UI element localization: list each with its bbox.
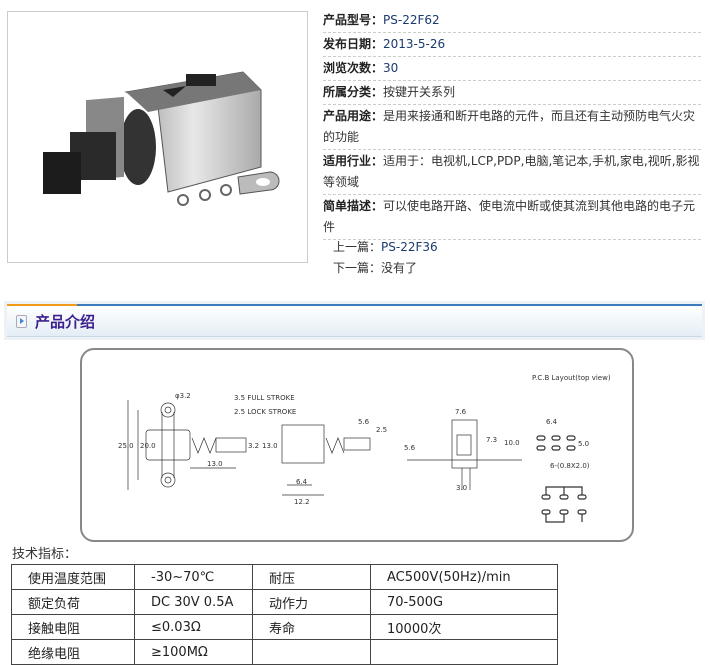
dim: 13.0 xyxy=(207,460,223,468)
dim: 25.0 xyxy=(118,442,134,450)
dim: φ3.2 xyxy=(175,392,191,400)
dim: 3.0 xyxy=(456,484,467,492)
info-description: 简单描述：可以使电路开路、使电流中断或使其流到其他电路的电子元件 xyxy=(323,195,701,240)
info-model: 产品型号：PS-22F62 xyxy=(323,9,701,33)
pcb-layout-title: P.C.B Layout(top view) xyxy=(532,374,611,382)
dim: 13.0 xyxy=(262,442,278,450)
info-category: 所属分类：按键开关系列 xyxy=(323,81,701,105)
dimension-drawing: P.C.B Layout(top view) 3.5 FULL STROKE 2… xyxy=(80,348,634,542)
article-nav: 上一篇：PS-22F36 下一篇：没有了 xyxy=(333,237,438,279)
info-views: 浏览次数：30 xyxy=(323,57,701,81)
dim: 7.6 xyxy=(455,408,467,416)
dim: 10.0 xyxy=(504,439,520,447)
dim: 5.0 xyxy=(578,440,589,448)
info-industry: 适用行业：适用于：电视机,LCP,PDP,电脑,笔记本,手机,家电,视听,影视等… xyxy=(323,150,701,195)
dim: 5.6 xyxy=(358,418,370,426)
section-title: 产品介绍 xyxy=(35,313,96,331)
product-photo xyxy=(7,11,308,263)
dim: 2.5 xyxy=(376,426,387,434)
dim: 6.4 xyxy=(546,418,558,426)
lock-stroke-label: 2.5 LOCK STROKE xyxy=(234,408,296,416)
section-header: 产品介绍 xyxy=(7,304,702,337)
push-switch-image xyxy=(43,71,280,206)
drawing-svg: P.C.B Layout(top view) 3.5 FULL STROKE 2… xyxy=(118,374,611,523)
full-stroke-label: 3.5 FULL STROKE xyxy=(234,394,295,402)
accent-line xyxy=(7,304,77,306)
info-date: 发布日期：2013-5-26 xyxy=(323,33,701,57)
dim: 7.3 xyxy=(486,436,497,444)
prev-link[interactable]: 上一篇：PS-22F36 xyxy=(333,240,438,254)
dim: 6.4 xyxy=(296,478,308,486)
specs-title: 技术指标： xyxy=(12,547,78,562)
next-link: 下一篇：没有了 xyxy=(333,261,418,275)
info-usage: 产品用途：是用来接通和断开电路的元件，而且还有主动预防电气火灾的功能 xyxy=(323,105,701,150)
dim: 5.6 xyxy=(404,444,416,452)
table-row: 绝缘电阻≥100MΩ xyxy=(11,639,558,665)
dim: 3.2 xyxy=(248,442,259,450)
dim: 12.2 xyxy=(294,498,310,506)
dim: 6-(0.8X2.0) xyxy=(550,462,590,470)
dim: 20.0 xyxy=(140,442,156,450)
arrow-right-icon xyxy=(16,315,27,328)
product-info-list: 产品型号：PS-22F62 发布日期：2013-5-26 浏览次数：30 所属分… xyxy=(323,9,701,240)
